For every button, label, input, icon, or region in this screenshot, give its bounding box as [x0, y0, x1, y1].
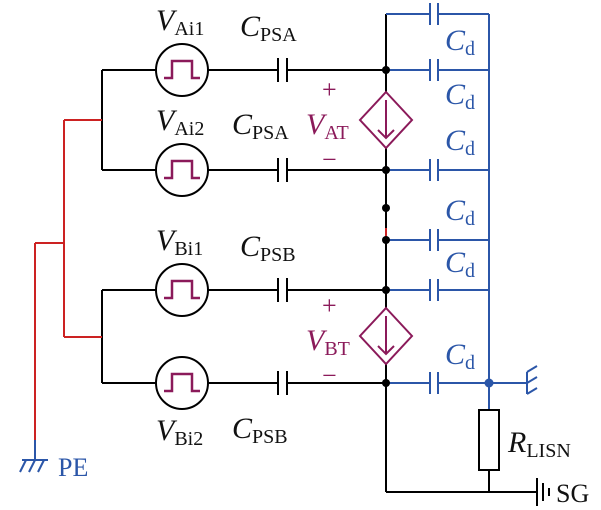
chassis-ground-icon — [526, 365, 538, 395]
label-plus-bt: + — [322, 291, 337, 320]
label-cd-1: Cd — [445, 24, 475, 60]
label-v-bi1: VBi1 — [156, 224, 203, 260]
label-cd-3: Cd — [445, 124, 475, 160]
label-plus-at: + — [322, 75, 337, 104]
label-cd-5: Cd — [445, 246, 475, 282]
pulse-source-b2 — [155, 356, 209, 410]
label-minus-at: − — [322, 145, 337, 174]
label-v-bi2: VBi2 — [156, 414, 203, 450]
labels: VAi1 VAi2 VBi1 VBi2 CPSA CPSA CPSB CPSB … — [58, 4, 589, 508]
lisn-resistor — [478, 409, 500, 471]
label-pe: PE — [58, 453, 88, 482]
pulse-source-b1 — [155, 263, 209, 317]
pulse-source-a2 — [155, 143, 209, 197]
label-cd-6: Cd — [445, 338, 475, 374]
label-c-psa-top: CPSA — [240, 10, 297, 46]
label-r-lisn: RLISN — [507, 426, 571, 462]
label-sg: SG — [556, 479, 589, 508]
pe-wiring — [34, 119, 102, 440]
label-cd-4: Cd — [445, 194, 475, 230]
junction-dots — [382, 66, 390, 387]
label-v-ai1: VAi1 — [156, 4, 204, 40]
label-c-psa-bottom: CPSA — [232, 108, 289, 144]
label-v-bt: VBT — [306, 324, 350, 360]
label-c-psb-top: CPSB — [240, 230, 296, 266]
pe-ground-icon — [19, 459, 48, 473]
label-minus-bt: − — [322, 361, 337, 390]
label-v-ai2: VAi2 — [156, 104, 204, 140]
sg-ground-icon — [536, 478, 550, 506]
ps-capacitors — [277, 58, 288, 395]
chassis-node-dot — [484, 378, 494, 388]
label-v-at: VAT — [306, 108, 349, 144]
label-cd-2: Cd — [445, 78, 475, 114]
label-c-psb-bottom: CPSB — [232, 412, 288, 448]
cd-capacitors — [429, 2, 439, 395]
main-wiring — [101, 14, 537, 493]
dep-source-bt — [358, 306, 414, 366]
dep-source-at — [358, 90, 414, 150]
pulse-source-a1 — [155, 43, 209, 97]
